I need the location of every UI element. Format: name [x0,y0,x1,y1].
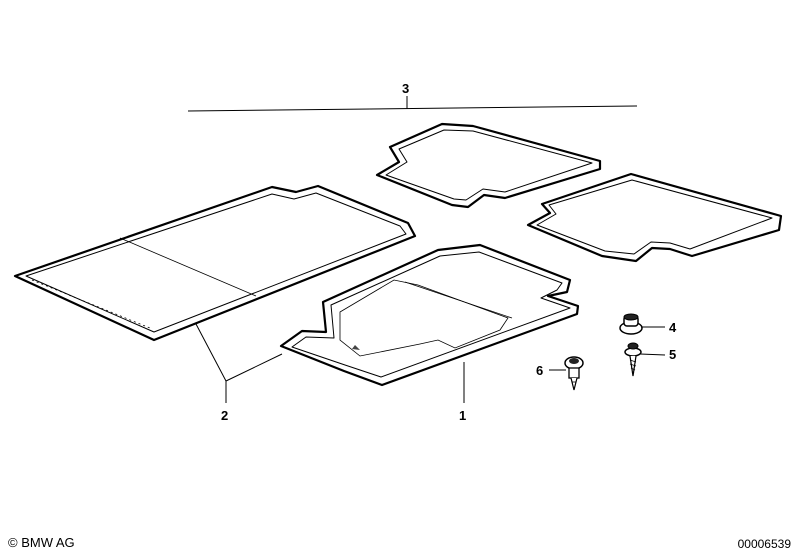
front-floor-mat [279,243,580,387]
screw-part-5 [624,342,642,377]
callout-1: 1 [459,408,466,423]
callout-6: 6 [536,363,543,378]
rear-floor-mat [13,184,417,342]
fastener-cap-part-4 [619,313,643,335]
drawing-number: 00006539 [737,537,791,551]
callout-2: 2 [221,408,228,423]
copyright-label: © BMW AG [8,535,75,550]
leader-line-5 [639,353,666,356]
leader-lines [187,96,666,403]
callout-4: 4 [669,320,677,335]
callout-3: 3 [402,81,409,96]
small-floor-mat-right [526,172,783,263]
callout-5: 5 [669,347,676,362]
push-stud-part-6 [564,356,584,391]
leader-line-2 [195,323,283,403]
small-floor-mat-top [375,122,602,209]
leader-line-3 [187,105,638,112]
